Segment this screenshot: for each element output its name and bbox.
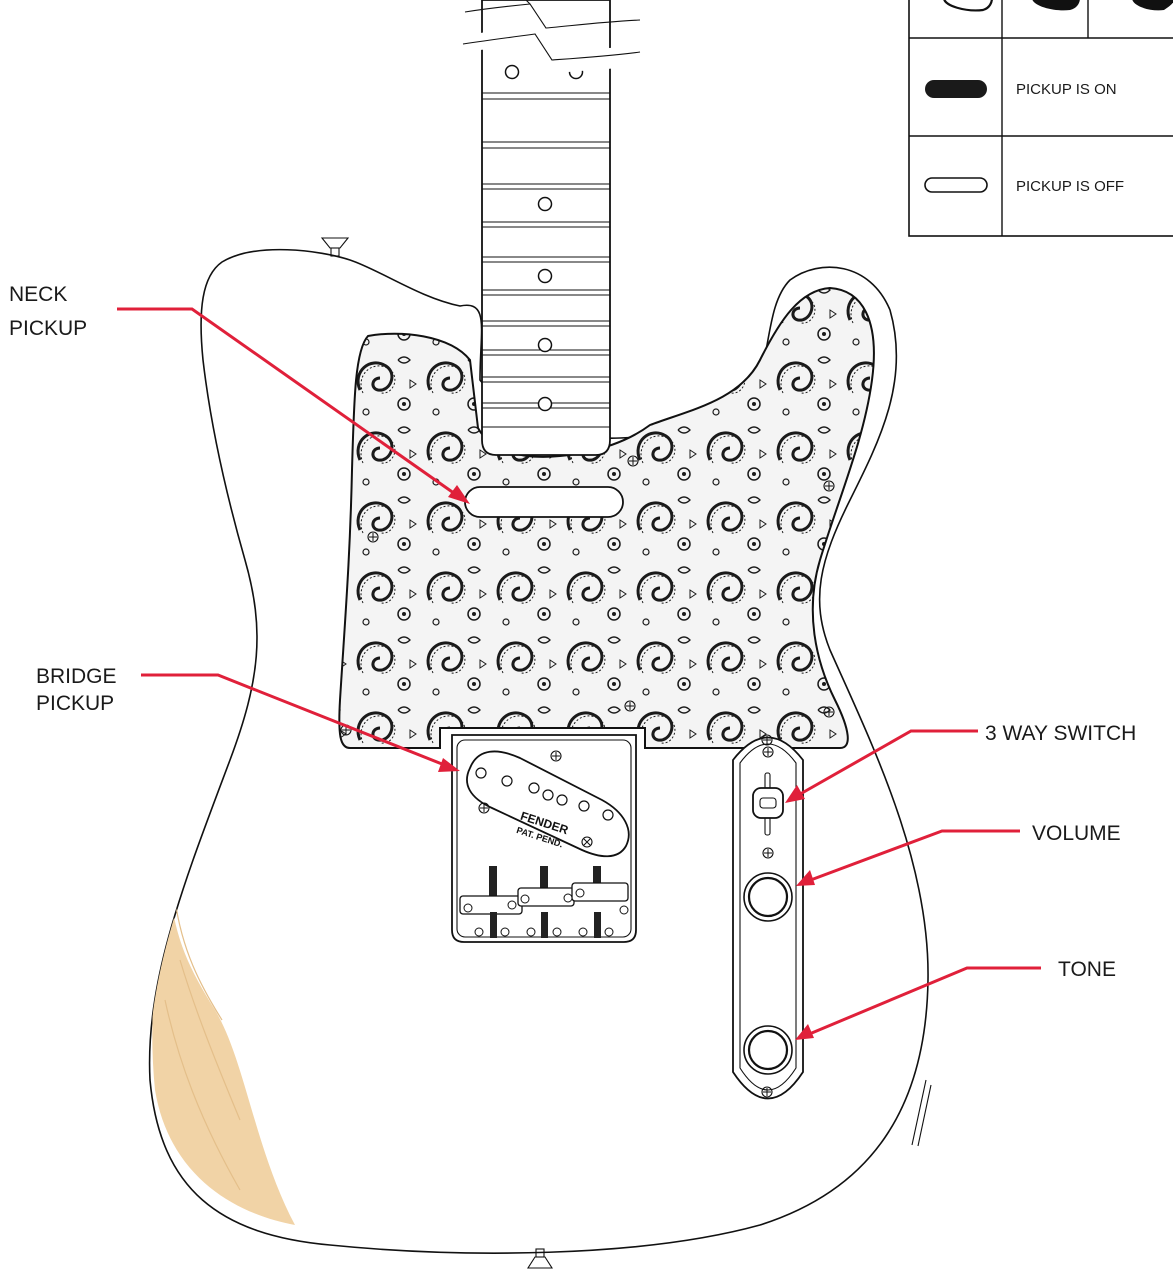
neck-pickup bbox=[465, 487, 623, 517]
pickup-off-icon bbox=[925, 178, 987, 192]
tone-arrow bbox=[795, 968, 1041, 1040]
volume-label: VOLUME bbox=[1032, 822, 1121, 845]
tone-label: TONE bbox=[1058, 958, 1116, 981]
bridge-pickup-label-line2: PICKUP bbox=[36, 692, 114, 715]
legend-off-text: PICKUP IS OFF bbox=[1016, 178, 1124, 195]
wood-wear-patch bbox=[152, 890, 295, 1225]
volume-arrow bbox=[796, 831, 1020, 886]
volume-knob[interactable] bbox=[744, 873, 792, 921]
legend-on-text: PICKUP IS ON bbox=[1016, 81, 1117, 98]
pickup-on-icon bbox=[925, 80, 987, 98]
bridge-pickup-label-line1: BRIDGE bbox=[36, 665, 117, 688]
three-way-switch-label: 3 WAY SWITCH bbox=[985, 722, 1136, 745]
bridge-plate: FENDER PAT. PEND. bbox=[452, 735, 636, 942]
neck-pickup-label-line2: PICKUP bbox=[9, 317, 87, 340]
pickup-legend: PICKUP IS ON PICKUP IS OFF bbox=[909, 0, 1173, 236]
tone-knob[interactable] bbox=[744, 1026, 792, 1074]
neck-pickup-label-line1: NECK bbox=[9, 283, 67, 306]
control-plate bbox=[733, 735, 803, 1099]
